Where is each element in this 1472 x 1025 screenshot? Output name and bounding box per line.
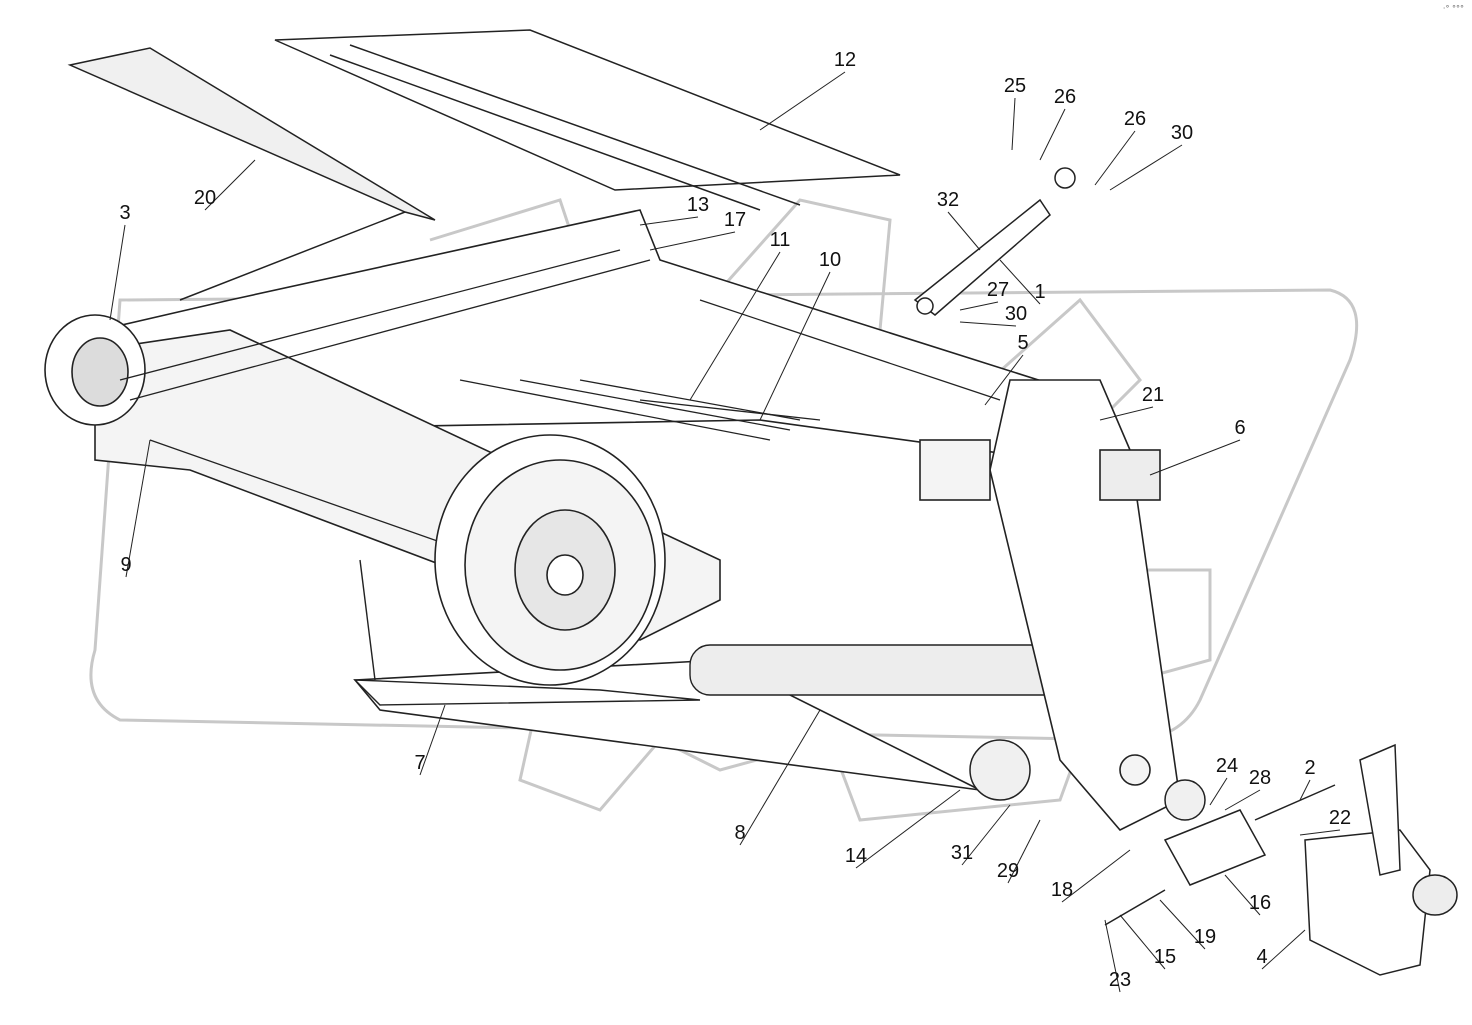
leader-line-11 [689,251,781,401]
callout-9: 9 [120,554,132,576]
leader-line-30 [959,321,1017,327]
leader-line-14 [855,789,961,869]
leader-line-19 [1159,899,1206,950]
corner-mark: ·° °°° [1442,4,1464,13]
leader-line-32 [947,211,981,251]
callout-21: 21 [1141,384,1165,406]
leader-line-16 [1224,874,1261,916]
callout-5: 5 [1017,332,1029,354]
leader-line-17 [649,231,736,251]
callout-22: 22 [1328,807,1352,829]
leader-line-28 [1224,789,1261,811]
callout-19: 19 [1193,926,1217,948]
callout-14: 14 [844,845,868,867]
callout-12: 12 [833,49,857,71]
leader-line-29 [1007,819,1041,884]
leader-line-13 [639,216,699,226]
leader-line-27 [959,301,999,311]
callout-30: 30 [1170,122,1194,144]
callout-17: 17 [723,209,747,231]
leader-line-30 [1109,144,1183,191]
callout-31: 31 [950,842,974,864]
leader-line-25 [1011,97,1016,151]
leader-line-4 [1261,929,1306,970]
callout-11: 11 [769,229,791,251]
callout-4: 4 [1256,946,1268,968]
leader-line-20 [204,159,256,211]
leader-line-12 [759,71,846,131]
leader-line-22 [1299,829,1341,836]
leader-line-15 [1119,914,1166,970]
hydraulic-cylinder [913,167,1076,316]
leader-line-18 [1061,849,1131,903]
callout-8: 8 [734,822,746,844]
leader-line-23 [1104,919,1121,993]
leader-line-5 [984,354,1024,406]
leader-line-7 [419,704,446,776]
callout-7: 7 [414,752,426,774]
callout-25: 25 [1003,75,1027,97]
leader-line-6 [1149,439,1241,476]
callout-16: 16 [1248,892,1272,914]
lower-bar [353,559,701,706]
callout-23: 23 [1108,969,1132,991]
callout-26: 26 [1123,108,1147,130]
callout-18: 18 [1050,879,1074,901]
callout-6: 6 [1234,417,1246,439]
callout-20: 20 [193,187,217,209]
lower-right-parts [969,739,1458,976]
upper-panel [67,29,901,301]
callout-28: 28 [1248,767,1272,789]
leader-line-3 [109,224,126,321]
callout-29: 29 [996,860,1020,882]
leader-line-9 [125,439,151,578]
leader-line-10 [759,271,831,421]
callout-32: 32 [936,189,960,211]
leader-line-1 [999,259,1041,305]
leader-line-21 [1099,406,1154,421]
leader-line-24 [1209,777,1228,806]
callout-1: 1 [1034,281,1046,303]
leader-line-8 [739,709,821,846]
callout-13: 13 [686,194,710,216]
callout-2: 2 [1304,757,1316,779]
leader-line-26 [1039,108,1066,161]
callout-3: 3 [119,202,131,224]
conveyor-shafts [119,249,1001,571]
drive-pulley [434,434,666,686]
leader-line-26 [1094,130,1136,186]
leader-lines [109,71,1341,993]
leader-line-2 [1299,779,1311,801]
callout-24: 24 [1215,755,1239,777]
callout-15: 15 [1153,946,1177,968]
callout-27: 27 [986,279,1010,301]
callout-26: 26 [1053,86,1077,108]
callout-10: 10 [818,249,842,271]
right-upright [919,379,1181,831]
callout-30: 30 [1004,303,1028,325]
leader-line-31 [961,804,1011,866]
